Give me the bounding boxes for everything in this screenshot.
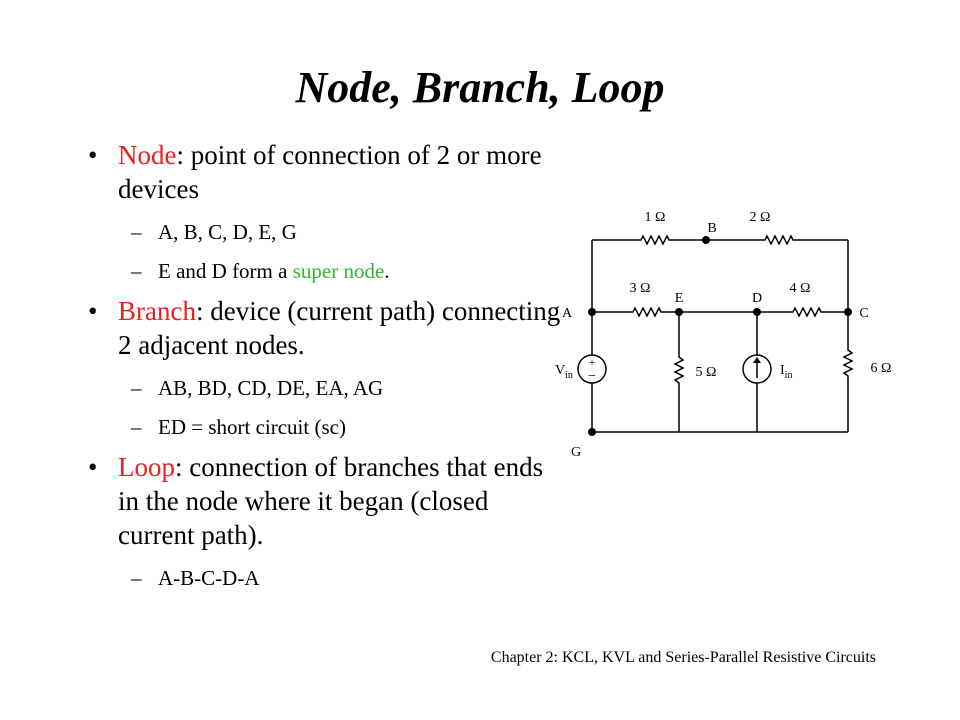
node-dot-d	[753, 308, 761, 316]
bullet-node: • Node: point of connection of 2 or more…	[88, 138, 568, 206]
node-label-d: D	[752, 291, 762, 306]
node-dot-e	[675, 308, 683, 316]
wire-5ohm	[673, 312, 685, 432]
bullet-symbol: •	[88, 140, 98, 170]
wire-top	[592, 234, 848, 246]
resistor-label-1: 1 Ω	[645, 210, 666, 225]
node-label-a: A	[562, 306, 573, 321]
vin-minus: −	[588, 369, 596, 384]
node-dot-b	[702, 236, 710, 244]
dash-symbol: –	[131, 566, 142, 590]
vin-label: Vin	[555, 363, 573, 381]
iin-label: Iin	[780, 363, 792, 381]
sub-bullet-node-list: – A, B, C, D, E, G	[88, 219, 568, 245]
vin-label-sub: in	[565, 370, 573, 381]
node-definition: : point of connection of 2 or more devic…	[118, 140, 542, 204]
node-label-c: C	[859, 306, 868, 321]
sub-bullet-super-node: – E and D form a super node.	[88, 258, 568, 284]
resistor-label-2: 2 Ω	[750, 210, 771, 225]
loop-definition: : connection of branches that ends in th…	[118, 452, 544, 550]
node-list-text: A, B, C, D, E, G	[158, 220, 297, 244]
iin-label-sub: in	[785, 370, 793, 381]
sub-bullet-loop-example: – A-B-C-D-A	[88, 565, 568, 591]
vin-plus: +	[589, 355, 596, 369]
branch-definition: : device (current path) connecting 2 adj…	[118, 296, 561, 360]
current-arrowhead-icon	[753, 357, 761, 363]
vin-label-main: V	[555, 363, 565, 378]
bullet-symbol: •	[88, 452, 98, 482]
sub-bullet-short-circuit: – ED = short circuit (sc)	[88, 414, 568, 440]
footer-chapter-title: Chapter 2: KCL, KVL and Series-Parallel …	[490, 649, 876, 666]
super-node-highlight: super node	[292, 259, 385, 283]
wire-middle	[592, 306, 848, 318]
resistor-label-5: 5 Ω	[696, 365, 717, 380]
node-dot-c	[844, 308, 852, 316]
super-node-after: .	[384, 259, 390, 283]
voltage-source	[577, 354, 607, 384]
resistor-label-6: 6 Ω	[871, 361, 892, 376]
iin-label-main: I	[780, 363, 785, 378]
short-circuit-text: ED = short circuit (sc)	[158, 415, 346, 439]
branch-list-text: AB, BD, CD, DE, EA, AG	[158, 376, 384, 400]
branch-keyword: Branch	[118, 296, 196, 326]
bullet-symbol: •	[88, 296, 98, 326]
node-dot-a	[588, 308, 596, 316]
sub-bullet-branch-list: – AB, BD, CD, DE, EA, AG	[88, 375, 568, 401]
slide-title: Node, Branch, Loop	[295, 63, 665, 112]
resistor-label-4: 4 Ω	[790, 281, 811, 296]
node-label-g: G	[571, 445, 581, 460]
dash-symbol: –	[131, 259, 142, 283]
resistor-label-3: 3 Ω	[630, 281, 651, 296]
bullet-branch: • Branch: device (current path) connecti…	[88, 294, 568, 362]
super-node-before: E and D form a	[158, 259, 293, 283]
node-label-b: B	[707, 221, 716, 236]
circuit-wires	[591, 234, 854, 433]
dash-symbol: –	[131, 415, 142, 439]
loop-example-text: A-B-C-D-A	[158, 566, 260, 590]
wire-right	[842, 240, 854, 432]
dash-symbol: –	[131, 376, 142, 400]
bullet-list: • Node: point of connection of 2 or more…	[88, 138, 568, 591]
node-dot-g	[588, 428, 596, 436]
loop-keyword: Loop	[118, 452, 175, 482]
node-keyword: Node	[118, 140, 177, 170]
node-label-e: E	[675, 291, 684, 306]
dash-symbol: –	[131, 220, 142, 244]
bullet-loop: • Loop: connection of branches that ends…	[88, 450, 568, 552]
